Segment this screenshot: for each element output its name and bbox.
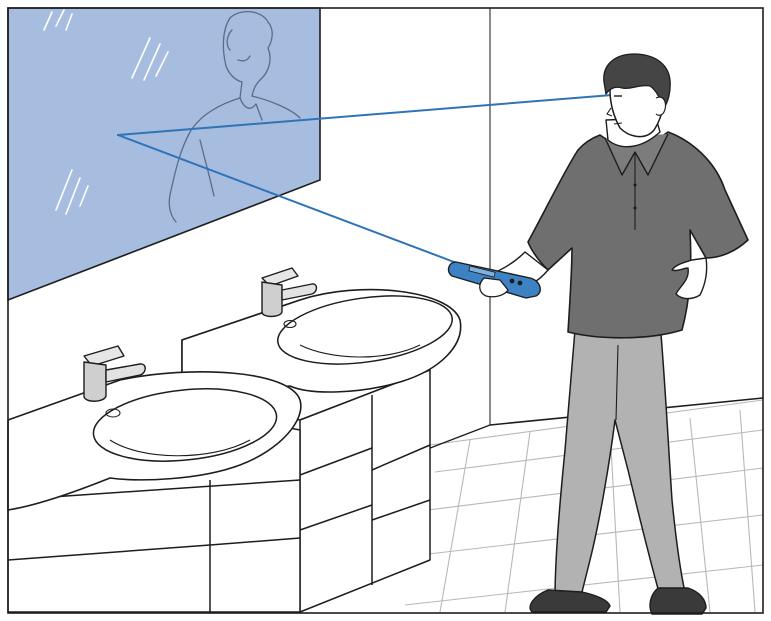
man-ear — [656, 97, 666, 115]
